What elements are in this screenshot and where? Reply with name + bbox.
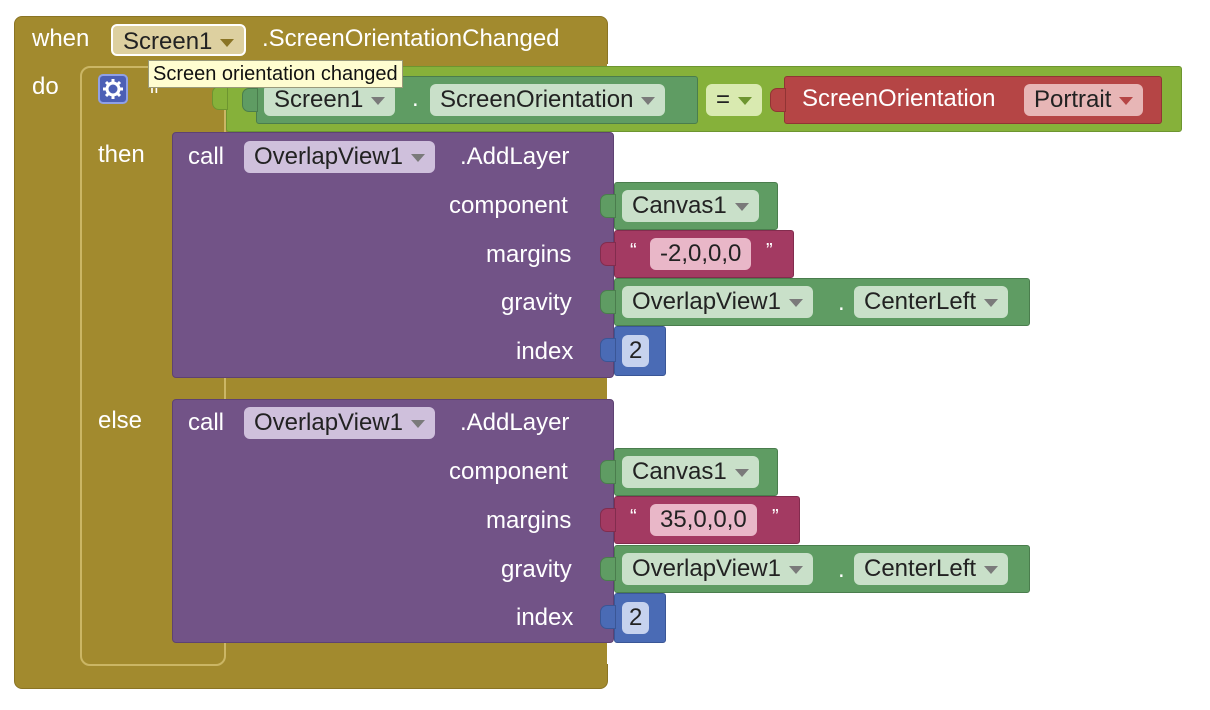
getter-property-dropdown[interactable]: ScreenOrientation <box>430 84 666 116</box>
else-index-field[interactable]: 2 <box>622 602 650 634</box>
chevron-down-icon <box>984 565 999 574</box>
then-gravity-component-label: OverlapView1 <box>632 288 781 315</box>
then-component-dropdown[interactable]: OverlapView1 <box>244 141 435 173</box>
when-label: when <box>32 25 90 52</box>
getter-dot: . <box>412 85 419 112</box>
else-canvas-plug <box>600 460 616 484</box>
chevron-down-icon <box>410 419 425 428</box>
operator-dropdown[interactable]: = <box>706 84 763 116</box>
gear-icon <box>103 79 123 99</box>
then-index-plug <box>600 338 616 362</box>
chevron-down-icon <box>984 298 999 307</box>
else-arg-margins-label: margins <box>486 507 572 534</box>
chevron-down-icon <box>788 565 803 574</box>
else-open-quote: “ <box>630 506 637 528</box>
then-gravity-dot: . <box>838 289 845 316</box>
mutator-gear-icon[interactable] <box>98 74 128 104</box>
then-component-label: OverlapView1 <box>254 143 403 170</box>
chevron-down-icon <box>734 202 749 211</box>
then-arg-index-label: index <box>516 338 574 365</box>
event-name: .ScreenOrientationChanged <box>262 25 560 52</box>
else-component-dropdown[interactable]: OverlapView1 <box>244 407 435 439</box>
then-close-quote: ” <box>766 240 773 262</box>
then-gravity-value-label: CenterLeft <box>864 288 977 315</box>
then-call-label: call <box>188 143 225 170</box>
then-arg-gravity-label: gravity <box>501 289 572 316</box>
then-canvas-label: Canvas1 <box>632 192 727 219</box>
else-call-label: call <box>188 409 225 436</box>
then-canvas-plug <box>600 194 616 218</box>
else-margins-text-field[interactable]: 35,0,0,0 <box>650 504 757 536</box>
else-call-block[interactable] <box>172 399 614 643</box>
else-margins-value: 35,0,0,0 <box>660 506 747 533</box>
getter-component-dropdown[interactable]: Screen1 <box>264 84 396 116</box>
else-component-label: OverlapView1 <box>254 409 403 436</box>
then-call-block[interactable] <box>172 132 614 378</box>
else-index-plug <box>600 605 616 629</box>
else-gravity-plug <box>600 557 616 581</box>
getter-component-label: Screen1 <box>274 86 364 113</box>
then-margins-plug <box>600 242 616 266</box>
chevron-down-icon <box>220 38 235 47</box>
chevron-down-icon <box>371 96 386 105</box>
chevron-down-icon <box>410 153 425 162</box>
helper-value-label: Portrait <box>1034 86 1112 113</box>
chevron-down-icon <box>738 96 753 105</box>
then-gravity-component-dropdown[interactable]: OverlapView1 <box>622 286 813 318</box>
getter-plug <box>242 88 258 112</box>
then-margins-text-field[interactable]: -2,0,0,0 <box>650 238 752 270</box>
compare-block-plug <box>212 86 228 110</box>
do-label: do <box>32 73 59 100</box>
else-arg-component-label: component <box>449 458 568 485</box>
then-arg-component-label: component <box>449 192 568 219</box>
else-arg-index-label: index <box>516 604 574 631</box>
else-gravity-component-dropdown[interactable]: OverlapView1 <box>622 553 813 585</box>
component-dropdown-screen1[interactable]: Screen1 <box>111 24 247 56</box>
then-gravity-plug <box>600 290 616 314</box>
else-canvas-label: Canvas1 <box>632 458 727 485</box>
getter-property-label: ScreenOrientation <box>440 86 634 113</box>
then-index-field[interactable]: 2 <box>622 335 650 367</box>
else-method: .AddLayer <box>460 409 570 436</box>
else-gravity-value-label: CenterLeft <box>864 555 977 582</box>
else-arg-gravity-label: gravity <box>501 556 572 583</box>
then-gravity-value-dropdown[interactable]: CenterLeft <box>854 286 1009 318</box>
component-dropdown-label: Screen1 <box>123 28 213 55</box>
then-margins-value: -2,0,0,0 <box>660 240 742 267</box>
else-gravity-dot: . <box>838 556 845 583</box>
then-label: then <box>98 141 145 168</box>
else-close-quote: ” <box>772 506 779 528</box>
chevron-down-icon <box>788 298 803 307</box>
event-tooltip: Screen orientation changed <box>148 60 403 88</box>
chevron-down-icon <box>641 96 656 105</box>
else-label: else <box>98 407 143 434</box>
else-gravity-value-dropdown[interactable]: CenterLeft <box>854 553 1009 585</box>
else-margins-plug <box>600 508 616 532</box>
helper-label: ScreenOrientation <box>802 85 996 112</box>
then-canvas-dropdown[interactable]: Canvas1 <box>622 190 759 222</box>
chevron-down-icon <box>1119 96 1134 105</box>
then-method: .AddLayer <box>460 143 570 170</box>
then-arg-margins-label: margins <box>486 241 572 268</box>
chevron-down-icon <box>734 468 749 477</box>
else-gravity-component-label: OverlapView1 <box>632 555 781 582</box>
then-index-value: 2 <box>629 337 643 364</box>
helper-value-dropdown[interactable]: Portrait <box>1024 84 1144 116</box>
else-index-value: 2 <box>629 604 643 631</box>
then-open-quote: “ <box>630 240 637 262</box>
operator-label: = <box>716 86 731 113</box>
helper-plug <box>770 88 786 112</box>
else-canvas-dropdown[interactable]: Canvas1 <box>622 456 759 488</box>
